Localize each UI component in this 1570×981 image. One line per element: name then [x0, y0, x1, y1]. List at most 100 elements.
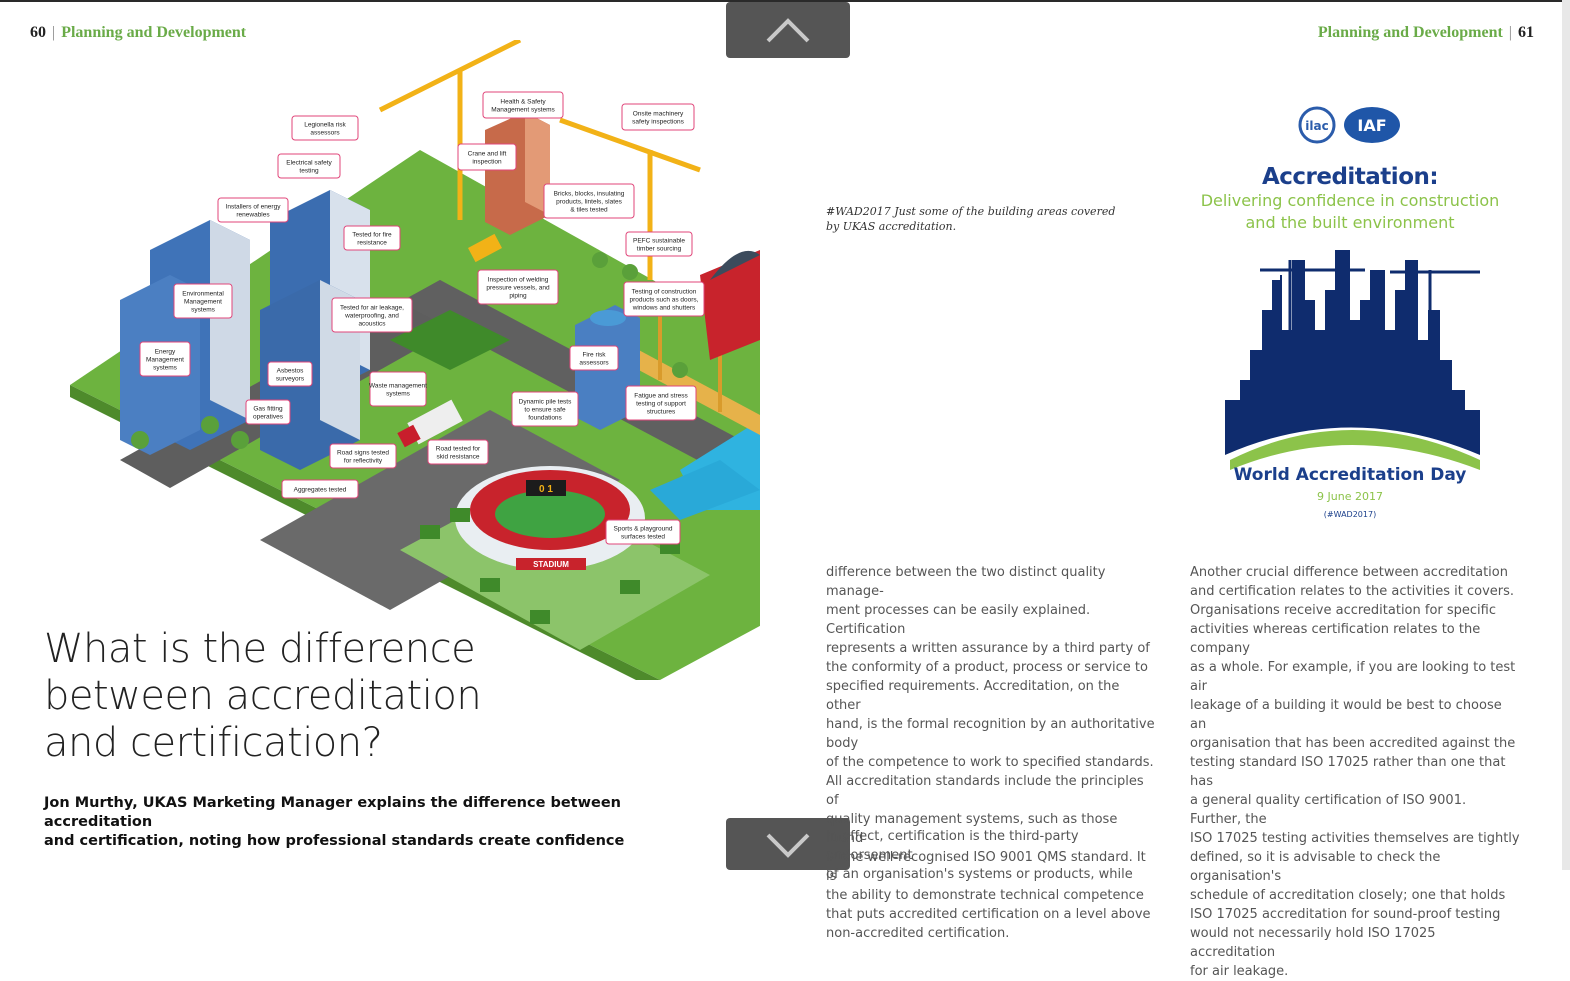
body-line: Another crucial difference between accre… — [1190, 565, 1508, 580]
callout-label: Aggregates tested — [281, 479, 359, 499]
poster-day-title: World Accreditation Day — [1233, 465, 1467, 485]
chevron-down-icon — [766, 833, 810, 858]
body-line: difference between the two distinct qual… — [826, 565, 1106, 599]
standfirst-line: Jon Murthy, UKAS Marketing Manager expla… — [44, 795, 622, 830]
ilac-logo — [1298, 106, 1336, 144]
truck — [407, 399, 463, 445]
body-line: Organisations receive accreditation for … — [1190, 603, 1497, 618]
body-line: ment processes can be easily explained. … — [826, 603, 1091, 637]
article-standfirst: Jon Murthy, UKAS Marketing Manager expla… — [44, 794, 724, 851]
body-line: would not necessarily hold ISO 17025 acc… — [1190, 926, 1436, 960]
ilac-logo-text: ilac — [1305, 119, 1328, 133]
body-line: and certification relates to the activit… — [1190, 584, 1515, 599]
folio-separator: | — [1508, 24, 1512, 41]
poster-subtitle-line: Delivering confidence in construction — [1200, 191, 1500, 210]
body-line: the ability to demonstrate technical com… — [826, 888, 1144, 903]
headline-line: What is the difference — [44, 626, 476, 672]
iaf-logo-text: IAF — [1357, 116, 1386, 135]
body-line: ISO 17025 accreditation for sound-proof … — [1190, 907, 1501, 922]
body-line: testing standard ISO 17025 rather than o… — [1190, 755, 1506, 789]
callout-label-text: Aggregates tested — [294, 487, 347, 494]
page-down-button[interactable] — [726, 818, 850, 870]
body-line: for air leakage. — [1190, 964, 1289, 979]
poster-graphic: ilac IAF — [1225, 106, 1480, 470]
body-line: of an organisation's systems or products… — [826, 867, 1133, 882]
callout-label-text: Tested for air leakage,waterproofing, an… — [340, 305, 404, 328]
river — [650, 460, 760, 520]
body-line: organisation that has been accredited ag… — [1190, 736, 1516, 751]
poster-date: 9 June 2017 — [1317, 490, 1383, 503]
poster-title: Accreditation: — [1261, 164, 1439, 190]
digger — [468, 233, 502, 263]
left-section-title: Planning and Development — [61, 24, 247, 41]
body-line: quality management systems, such as thos… — [826, 812, 1118, 846]
body-column-3: Another crucial difference between accre… — [1190, 563, 1520, 981]
body-line: the conformity of a product, process or … — [826, 660, 1148, 675]
poster-subtitle: Delivering confidence in construction an… — [1190, 190, 1510, 234]
body-line: leakage of a building it would be best t… — [1190, 698, 1502, 732]
body-line: schedule of accreditation closely; one t… — [1190, 888, 1506, 903]
body-line: defined, so it is advisable to check the… — [1190, 850, 1441, 884]
trees — [131, 252, 688, 449]
body-line: specified requirements. Accreditation, o… — [826, 679, 1120, 713]
stadium: 0 1 STADIUM — [455, 466, 645, 570]
hedges — [420, 508, 680, 624]
chevron-up-icon — [766, 18, 810, 43]
left-folio: 60 | Planning and Development — [30, 24, 246, 42]
body-line: of the competence to work to specified s… — [826, 755, 1154, 770]
body-line: that puts accredited certification on a … — [826, 907, 1151, 922]
body-column-2: difference between the two distinct qual… — [826, 563, 1156, 943]
left-page-number: 60 — [30, 24, 46, 41]
folio-separator: | — [52, 24, 56, 41]
skyline-cranes — [1260, 260, 1480, 360]
road — [260, 410, 620, 610]
article-headline: What is the difference between accredita… — [44, 626, 484, 767]
hedge-maze — [390, 310, 510, 370]
scoreboard-text: 0 1 — [539, 484, 553, 495]
headline-line: between accreditation — [44, 673, 482, 719]
right-page-number: 61 — [1518, 24, 1534, 41]
page-up-button[interactable] — [726, 2, 850, 58]
page-edge — [1562, 0, 1570, 870]
world-accreditation-day-poster: ilac IAF Accreditation: Delivering confi… — [1190, 100, 1510, 530]
body-line: hand, is the formal recognition by an au… — [826, 717, 1155, 751]
body-line: ISO 17025 testing activities themselves … — [1190, 831, 1520, 846]
standfirst-line: and certification, noting how profession… — [44, 833, 625, 849]
body-line: activities whereas certification relates… — [1190, 622, 1481, 656]
